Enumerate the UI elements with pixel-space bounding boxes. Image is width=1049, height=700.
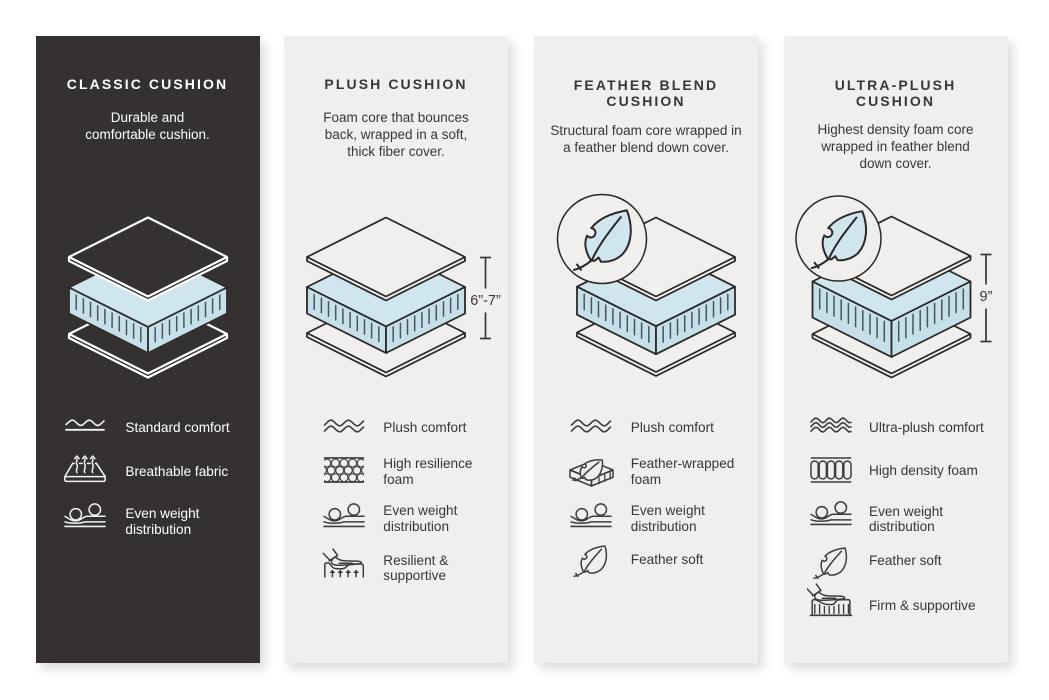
- svg-text:9”: 9”: [979, 289, 992, 305]
- svg-text:6”-7”: 6”-7”: [470, 293, 501, 309]
